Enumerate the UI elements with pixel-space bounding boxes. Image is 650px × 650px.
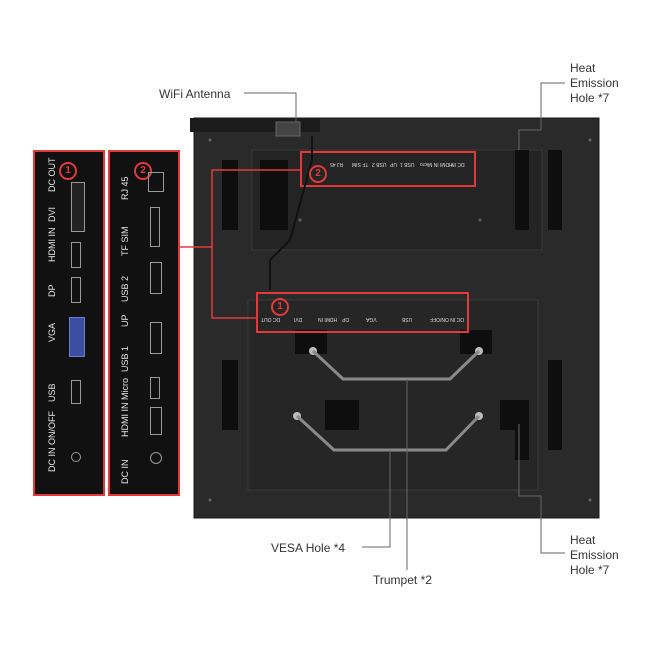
edge-screws [208,138,592,502]
port-detail-panel-2: 2 RJ 45 TF SIM USB 2 UP USB 1 HDMI IN Mi… [108,150,180,496]
panel2-badge: 2 [134,162,152,180]
bottom-strip-label-dcin: DC IN ON/OFF [430,316,464,322]
heat-top-line [518,82,565,150]
panel2-port-usb1: USB 1 [120,345,130,372]
vesa-line-top [311,349,481,381]
hdmi-port-shape [71,242,81,268]
panel1-port-usb: USB [47,383,57,402]
vent-center-4 [500,400,528,430]
vesa-callout [362,450,391,548]
hdmi-in-port-shape [150,407,162,435]
bottom-strip-label-dvi: DVI [294,316,303,322]
panel2-port-tf-sim: TF SIM [120,226,130,257]
callout-wifi-antenna: WiFi Antenna [159,87,231,101]
vent-right-1 [515,150,529,230]
top-strip-label-usb1: USB 1 [400,161,415,167]
wifi-line [244,92,297,122]
heat-bottom-line [518,424,565,554]
dc-in-port-shape [71,452,81,462]
panel1-port-dp: DP [47,284,57,297]
dp-port-shape [71,277,81,303]
vent-right-2 [548,150,562,230]
antenna-cable [269,136,313,290]
dc-in-port-shape-2 [150,452,162,464]
callout-heat-top-3: Hole *7 [570,91,610,105]
panel2-port-hdmi-micro: HDMI IN Micro [120,378,130,437]
vent-right-3 [548,360,562,450]
bottom-strip-label-usb: USB [402,316,413,322]
vga-port-shape [69,317,85,357]
top-strip-label-tfsim: TF SIM [352,161,369,167]
bottom-strip-label-dcout: DC OUT [261,316,281,322]
panel1-port-dc-in-onoff: DC IN ON/OFF [47,411,57,472]
panel2-port-up: UP [120,314,130,327]
callout-heat-top-1: Heat [570,61,596,75]
top-strip-label-hdmi: HDMI IN Micro [420,161,453,167]
rj45-port-shape [148,172,164,192]
panel1-port-vga: VGA [47,322,57,342]
callout-vesa-hole: VESA Hole *4 [271,541,346,555]
top-strip-badge: 2 [309,165,327,183]
bottom-strip-label-dp: DP [342,316,349,322]
dvi-port-shape [71,182,85,232]
red-leader-2 [211,247,257,319]
antenna-block [275,121,301,137]
usb1-port-shape [150,322,162,354]
panel1-badge: 1 [59,162,77,180]
callout-heat-bottom-2: Emission [570,548,619,562]
callout-heat-bottom-1: Heat [570,533,596,547]
top-port-strip [300,151,476,187]
vent-mid-1 [260,160,288,230]
vent-left-2 [222,360,238,430]
panel1-port-dvi: DVI [47,206,57,222]
port-detail-panel-1: 1 DC OUT DVI HDMI IN DP VGA USB DC IN ON… [33,150,105,496]
vent-left-1 [222,160,238,230]
callout-trumpet: Trumpet *2 [373,573,432,587]
upper-module [251,149,543,251]
micro-hdmi-port-shape [150,377,160,399]
top-strip-label-usb2: USB 2 [372,161,387,167]
panel1-port-hdmi-in: HDMI IN [47,227,57,263]
sim-slot-shape [150,207,160,247]
top-strip-label-rj45: RJ 45 [330,161,344,167]
red-leader-1 [180,169,301,248]
panel2-port-rj45: RJ 45 [120,176,130,200]
callout-heat-bottom-3: Hole *7 [570,563,610,577]
top-strip-label-dcin: DC IN [451,161,465,167]
panel1-port-dc-out: DC OUT [47,157,57,193]
vesa-plate [247,299,539,491]
bottom-strip-badge: 1 [271,298,289,316]
bottom-port-strip [256,292,469,333]
bottom-strip-label-hdmi: HDMI IN [318,316,338,322]
panel2-port-usb2: USB 2 [120,275,130,302]
vent-center-3 [325,400,359,430]
top-strip-label-up: UP [390,161,397,167]
panel2-port-dc-in: DC IN [120,459,130,485]
bottom-strip-label-vga: VGA [366,316,377,322]
usb-port-shape [71,380,81,404]
usb2-port-shape [150,262,162,294]
callout-heat-top-2: Emission [570,76,619,90]
